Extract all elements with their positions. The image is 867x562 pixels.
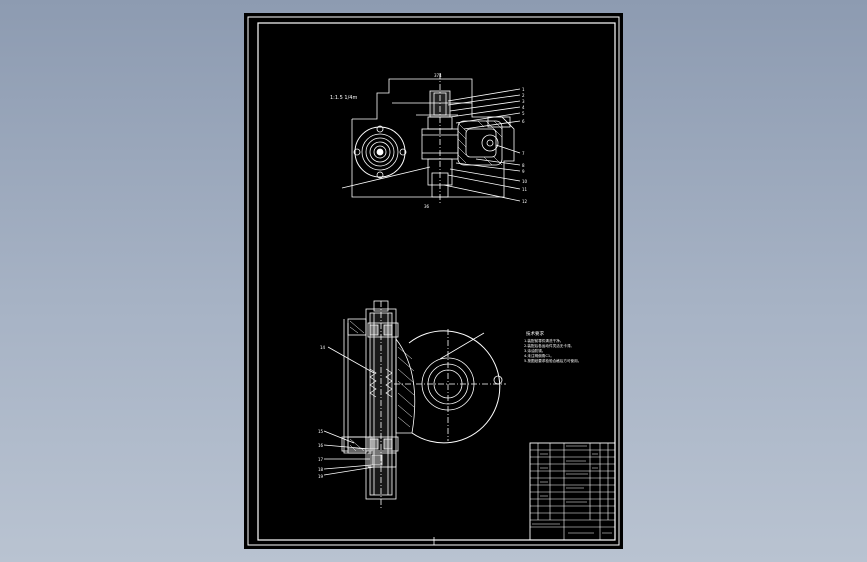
tech-req-line: 3.涂油防锈。 xyxy=(524,348,545,353)
tech-req-title: 技术要求 xyxy=(526,330,544,337)
svg-text:1: 1 xyxy=(522,87,525,92)
svg-text:7: 7 xyxy=(522,151,525,156)
svg-text:18: 18 xyxy=(318,467,324,472)
top-housing xyxy=(416,114,511,166)
tech-req-line: 2.装配后各运动件灵活无卡滞。 xyxy=(524,343,574,348)
tech-req-line: 1.装配前零件清洗干净。 xyxy=(524,338,563,343)
drawing-sheet: 1:1.5 1/4m 374 xyxy=(244,13,623,549)
svg-text:6: 6 xyxy=(522,119,525,124)
tech-req-line: 5.按图纸要求检验合格后方可使用。 xyxy=(524,358,581,363)
svg-text:2: 2 xyxy=(522,93,525,98)
svg-text:4: 4 xyxy=(522,105,525,110)
svg-text:3: 3 xyxy=(522,99,525,104)
svg-text:15: 15 xyxy=(318,429,324,434)
svg-text:17: 17 xyxy=(318,457,324,462)
technical-requirements: 技术要求 1.装配前零件清洗干净。 2.装配后各运动件灵活无卡滞。 3.涂油防锈… xyxy=(524,330,581,363)
bottom-bracket xyxy=(343,318,367,454)
svg-text:14: 14 xyxy=(320,345,326,350)
bottom-clamps xyxy=(341,322,399,468)
top-ring-part xyxy=(353,125,407,179)
bottom-wheel xyxy=(394,329,506,444)
cad-drawing: 1:1.5 1/4m 374 xyxy=(247,16,620,546)
bottom-assembly-view: 14 15 16 17 18 19 xyxy=(318,300,506,509)
top-leader-labels: 1 2 3 4 5 6 7 8 9 10 11 12 xyxy=(522,87,528,204)
svg-text:5: 5 xyxy=(522,111,525,116)
tech-req-line: 4.未注明倒角C1。 xyxy=(524,353,554,358)
dim-bottom-label: 36 xyxy=(424,204,430,209)
outer-frame xyxy=(247,16,620,546)
top-base-outline xyxy=(351,78,515,198)
bottom-hatched-arc xyxy=(395,337,416,434)
title-block xyxy=(529,442,616,541)
scale-note: 1:1.5 1/4m xyxy=(330,95,357,101)
bottom-leaders xyxy=(323,332,485,476)
svg-text:12: 12 xyxy=(522,199,528,204)
top-leaders xyxy=(341,88,521,202)
svg-text:10: 10 xyxy=(522,179,528,184)
svg-text:16: 16 xyxy=(318,443,324,448)
bottom-leader-labels: 14 15 16 17 18 19 xyxy=(318,345,326,479)
svg-text:8: 8 xyxy=(522,163,525,168)
top-assembly-view: 1:1.5 1/4m 374 xyxy=(330,73,528,209)
dim-top-label: 374 xyxy=(434,73,442,78)
svg-text:9: 9 xyxy=(522,169,525,174)
svg-text:19: 19 xyxy=(318,474,324,479)
svg-text:11: 11 xyxy=(522,187,528,192)
inner-frame xyxy=(257,22,616,541)
